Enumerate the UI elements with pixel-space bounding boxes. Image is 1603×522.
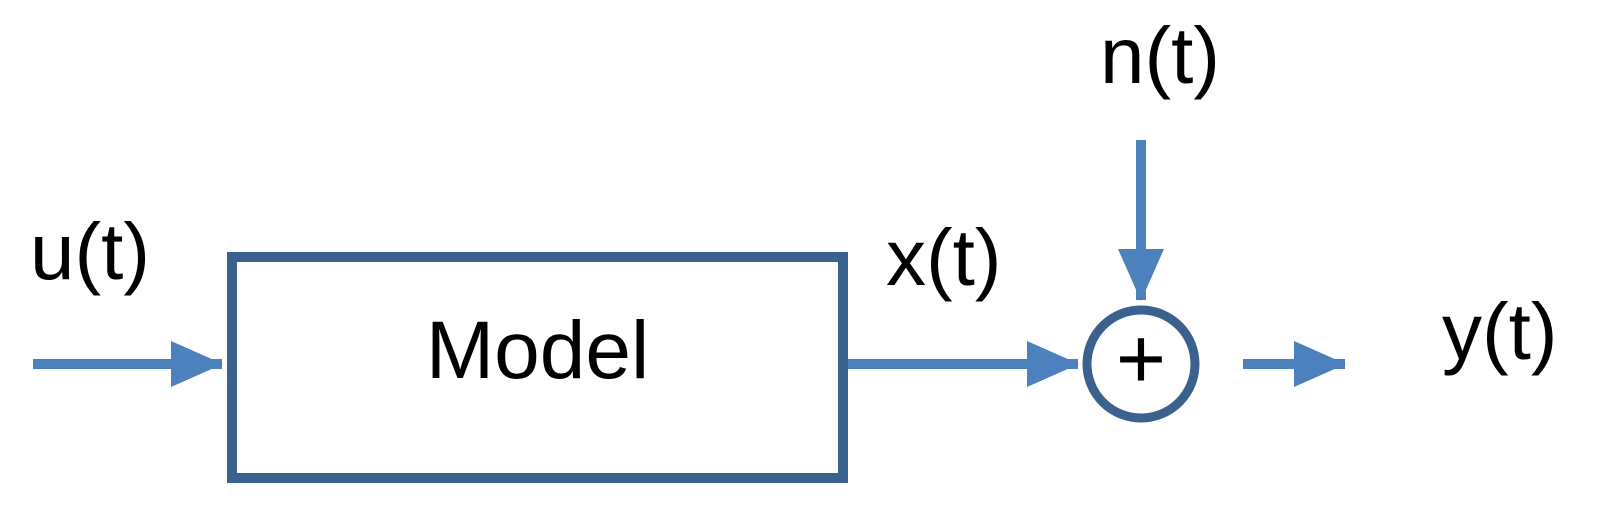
summing-junction[interactable]	[1082, 305, 1200, 423]
signal-label-x: x(t)	[886, 213, 1002, 302]
signal-label-u: u(t)	[30, 207, 150, 296]
signal-label-y: y(t)	[1442, 287, 1558, 376]
model-block-label: Model	[425, 305, 650, 396]
summing-junction-plus-symbol: +	[1115, 311, 1167, 407]
model-block[interactable]	[227, 252, 848, 483]
signal-label-n: n(t)	[1100, 11, 1220, 100]
